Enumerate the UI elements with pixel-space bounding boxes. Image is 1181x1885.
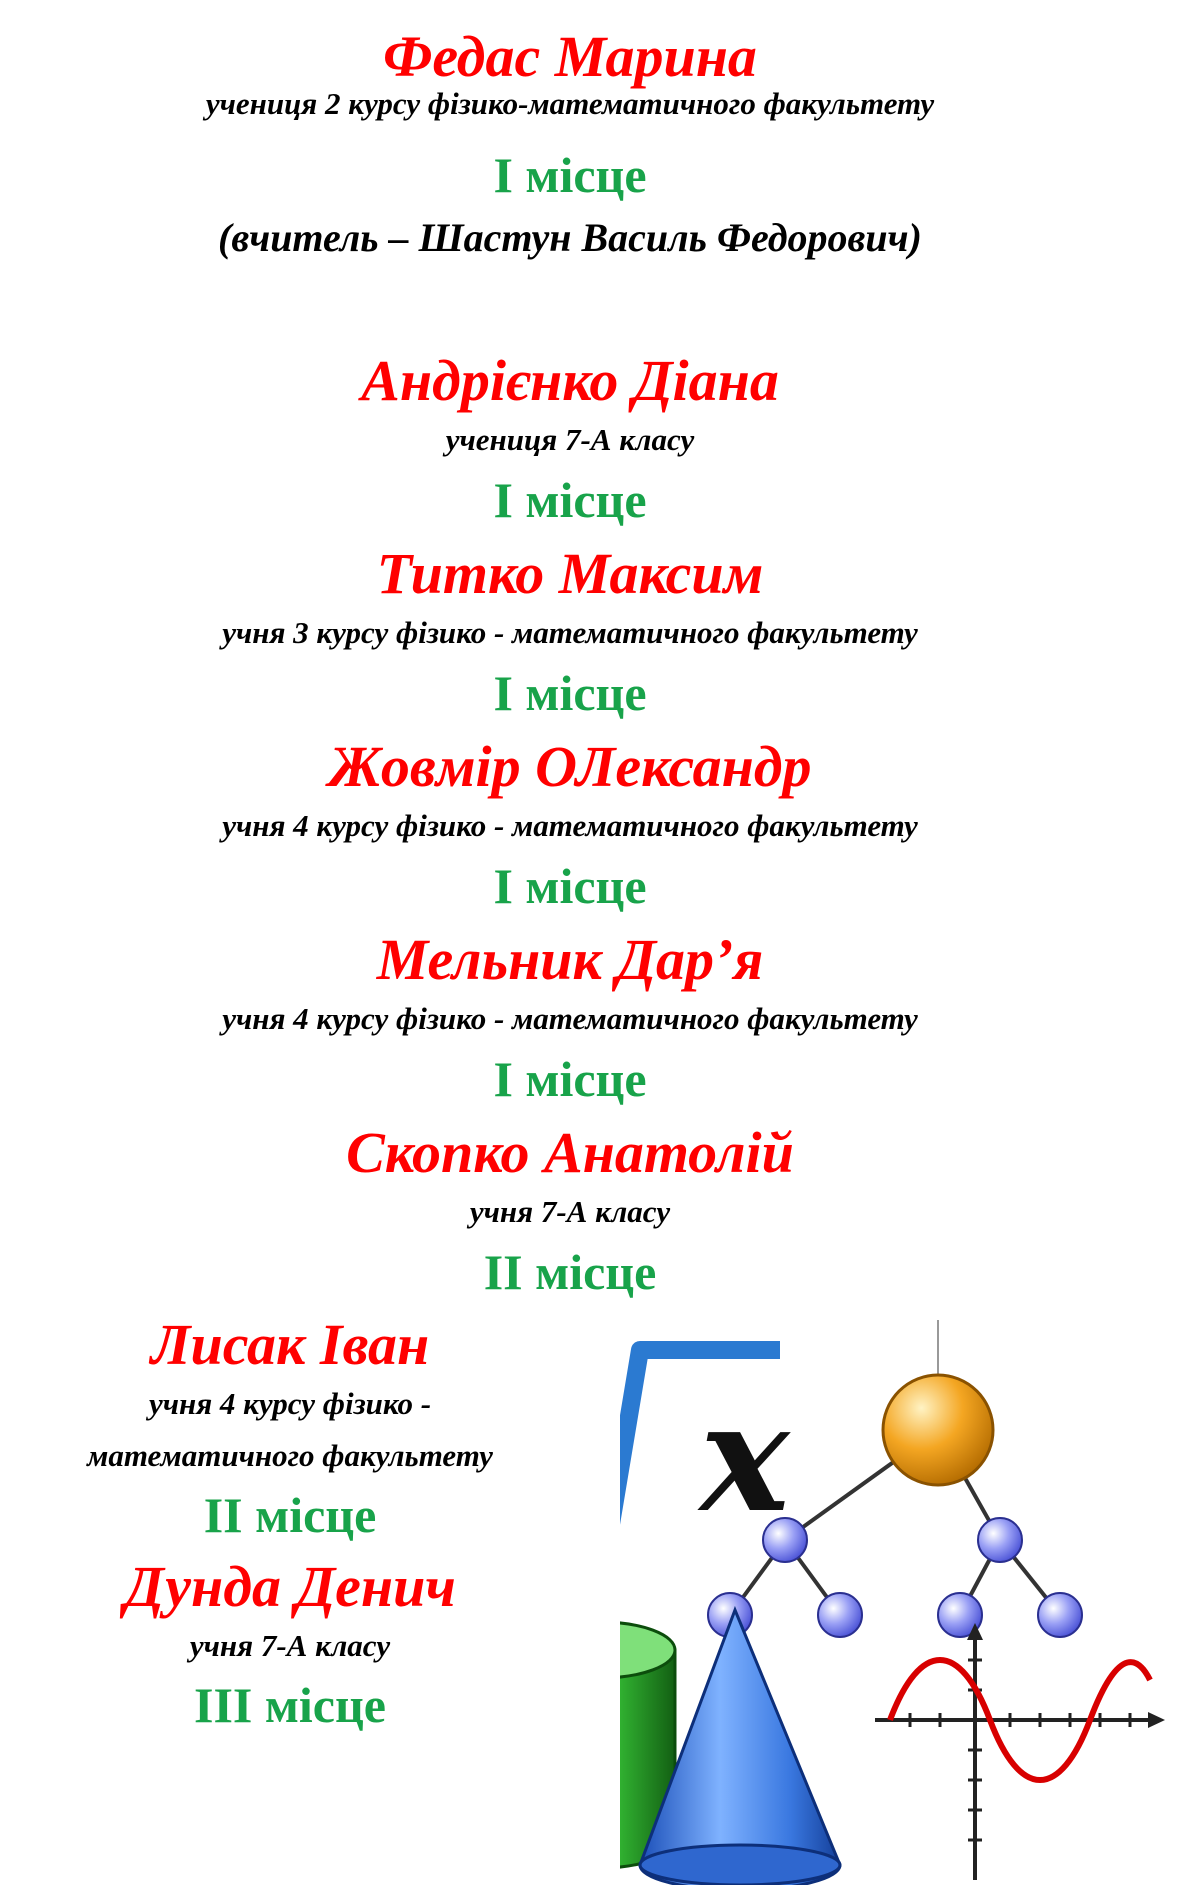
math-illustration: x [620,1320,1165,1885]
student-place-3: І місце [493,665,647,721]
student-name-2: Андрієнко Діана [361,348,779,413]
student-place-5: І місце [493,1051,647,1107]
student-place-1: І місце [493,147,647,203]
student-desc-2: учениця 7-А класу [445,422,695,457]
student-name-3: Титко Максим [376,541,764,606]
formula-x: x [697,1370,791,1546]
student-desc-6: учня 7-А класу [469,1194,671,1229]
student-name-8: Дунда Денич [124,1554,456,1619]
student-desc-7-line1: учня 4 курсу фізико - [148,1386,432,1421]
student-name-7: Лисак Іван [150,1312,430,1377]
student-place-4: І місце [493,858,647,914]
student-name-6: Скопко Анатолій [346,1120,794,1185]
student-desc-1: учениця 2 курсу фізико-математичного фак… [205,86,935,121]
student-name-1: Федас Марина [383,24,757,89]
student-place-7: ІІ місце [203,1487,377,1543]
student-place-6: ІІ місце [483,1244,657,1300]
square-root-icon: x [620,1341,791,1546]
student-desc-7-line2: математичного факультету [87,1438,493,1473]
sine-graph-icon [875,1623,1165,1880]
student-desc-3: учня 3 курсу фізико - математичного факу… [222,615,918,650]
student-desc-4: учня 4 курсу фізико - математичного факу… [222,808,918,843]
student-place-2: І місце [493,472,647,528]
student-place-8: ІІІ місце [193,1677,387,1733]
student-name-5: Мельник Дар’я [376,927,764,992]
cone-icon [638,1605,842,1885]
teacher-line-1: (вчитель – Шастун Василь Федорович) [218,215,922,260]
student-desc-8: учня 7-А класу [189,1628,391,1663]
student-name-4: Жовмір ОЛександр [328,734,812,799]
student-desc-5: учня 4 курсу фізико - математичного факу… [222,1001,918,1036]
